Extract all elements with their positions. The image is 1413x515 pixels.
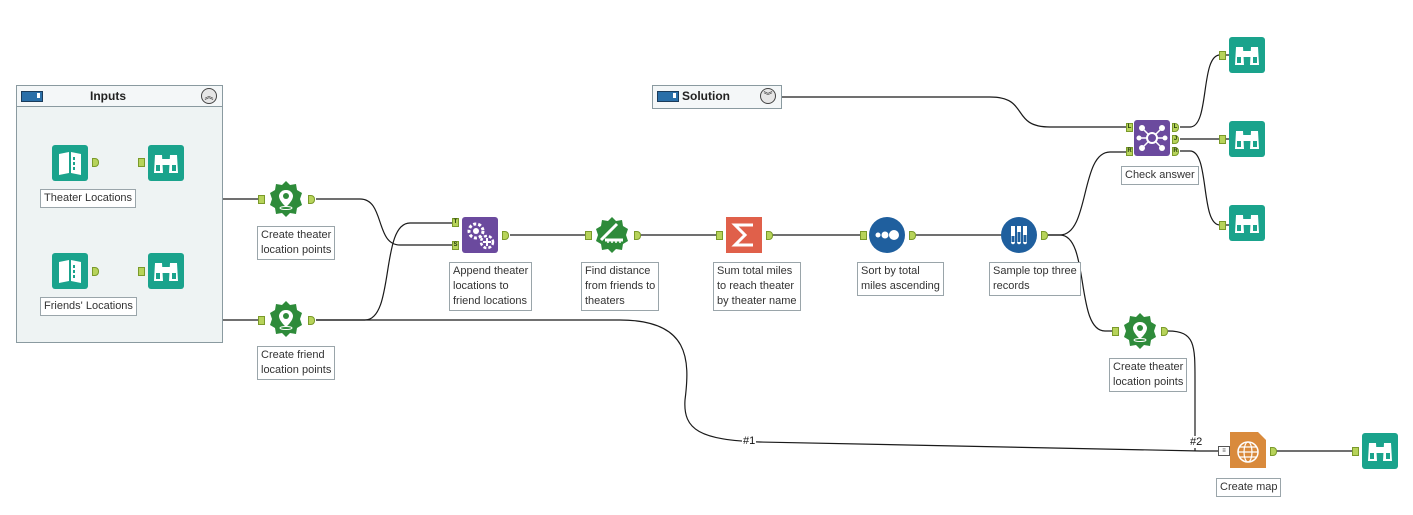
wire-theater-points-to-append-s bbox=[316, 198, 452, 246]
dots-icon[interactable] bbox=[869, 217, 905, 253]
output-anchor[interactable] bbox=[308, 316, 315, 325]
friends-locations-label: Friends' Locations bbox=[40, 297, 137, 316]
create-map-label: Create map bbox=[1216, 478, 1282, 497]
output-anchor[interactable] bbox=[502, 231, 509, 240]
output-anchor[interactable] bbox=[766, 231, 773, 240]
output-anchor[interactable] bbox=[1041, 231, 1048, 240]
distance-label: Find distance from friends to theaters bbox=[581, 262, 660, 311]
map-pin-icon[interactable] bbox=[268, 181, 304, 217]
inputs-container-header[interactable]: Inputs ︽ bbox=[17, 86, 222, 107]
solution-container[interactable]: Solution ︾ bbox=[652, 85, 782, 109]
sigma-icon[interactable] bbox=[726, 217, 762, 253]
map-pin-icon[interactable] bbox=[268, 301, 304, 337]
gears-icon[interactable] bbox=[462, 217, 498, 253]
input-anchor-s[interactable]: S bbox=[452, 241, 459, 250]
input-anchor[interactable] bbox=[716, 231, 723, 240]
output-anchor-j[interactable]: J bbox=[1172, 135, 1179, 144]
solution-container-header[interactable]: Solution ︾ bbox=[653, 86, 781, 106]
wire-sample-to-theater-points-2 bbox=[1048, 234, 1112, 332]
wire-friend-points-to-map bbox=[316, 319, 1218, 452]
binoculars-icon[interactable] bbox=[148, 145, 184, 181]
binoculars-icon[interactable] bbox=[1229, 37, 1265, 73]
container-toggle-icon[interactable] bbox=[657, 91, 679, 102]
binoculars-icon[interactable] bbox=[1362, 433, 1398, 469]
wire-theater-points-2-to-map bbox=[1167, 330, 1196, 451]
append-label: Append theater locations to friend locat… bbox=[449, 262, 533, 311]
input-anchor-l[interactable]: L bbox=[1126, 123, 1133, 132]
output-anchor[interactable] bbox=[634, 231, 641, 240]
input-anchor[interactable] bbox=[258, 316, 265, 325]
output-anchor-r[interactable]: R bbox=[1172, 147, 1179, 156]
create-friend-points-label: Create friend location points bbox=[257, 346, 336, 380]
input-anchor[interactable] bbox=[1219, 221, 1226, 230]
sort-label: Sort by total miles ascending bbox=[857, 262, 944, 296]
wire-friend-points-to-append-t bbox=[316, 222, 452, 321]
output-anchor[interactable] bbox=[92, 267, 99, 276]
input-anchor[interactable] bbox=[1219, 135, 1226, 144]
input-anchor[interactable] bbox=[138, 267, 145, 276]
multi-input-anchor[interactable]: ≡ bbox=[1218, 446, 1230, 456]
theater-locations-label: Theater Locations bbox=[40, 189, 137, 208]
binoculars-icon[interactable] bbox=[1229, 205, 1265, 241]
output-anchor[interactable] bbox=[1161, 327, 1168, 336]
create-theater-points-2-label: Create theater location points bbox=[1109, 358, 1188, 392]
input-anchor[interactable] bbox=[138, 158, 145, 167]
chevron-down-icon[interactable]: ︾ bbox=[760, 88, 776, 104]
output-anchor[interactable] bbox=[308, 195, 315, 204]
test-tubes-icon[interactable] bbox=[1001, 217, 1037, 253]
inputs-container-title: Inputs bbox=[90, 89, 126, 103]
input-anchor[interactable] bbox=[1219, 51, 1226, 60]
binoculars-icon[interactable] bbox=[1229, 121, 1265, 157]
ruler-icon[interactable] bbox=[594, 217, 630, 253]
check-answer-label: Check answer bbox=[1121, 166, 1199, 185]
output-anchor[interactable] bbox=[92, 158, 99, 167]
create-theater-points-label: Create theater location points bbox=[257, 226, 336, 260]
chevron-up-icon[interactable]: ︽ bbox=[201, 88, 217, 104]
binoculars-icon[interactable] bbox=[148, 253, 184, 289]
wire-sample-to-check-r bbox=[1048, 151, 1126, 236]
join-network-icon[interactable] bbox=[1134, 120, 1170, 156]
input-anchor[interactable] bbox=[1112, 327, 1119, 336]
container-toggle-icon[interactable] bbox=[21, 91, 43, 102]
sample-label: Sample top three records bbox=[989, 262, 1081, 296]
input-anchor[interactable] bbox=[860, 231, 867, 240]
wire-label-2: #2 bbox=[1189, 436, 1204, 448]
input-anchor[interactable] bbox=[585, 231, 592, 240]
wire-check-r-to-browse bbox=[1180, 150, 1229, 226]
book-input-icon[interactable] bbox=[52, 145, 88, 181]
output-anchor-l[interactable]: L bbox=[1172, 123, 1179, 132]
wire-solution-to-check-l bbox=[780, 96, 1126, 128]
globe-doc-icon[interactable] bbox=[1230, 432, 1266, 468]
output-anchor[interactable] bbox=[909, 231, 916, 240]
map-pin-icon[interactable] bbox=[1122, 313, 1158, 349]
input-anchor-r[interactable]: R bbox=[1126, 147, 1133, 156]
input-anchor[interactable] bbox=[1352, 447, 1359, 456]
output-anchor[interactable] bbox=[1270, 447, 1277, 456]
wire-check-l-to-browse bbox=[1180, 54, 1229, 128]
book-input-icon[interactable] bbox=[52, 253, 88, 289]
input-anchor[interactable] bbox=[258, 195, 265, 204]
solution-container-title: Solution bbox=[682, 89, 730, 103]
summarize-label: Sum total miles to reach theater by thea… bbox=[713, 262, 801, 311]
wire-label-1: #1 bbox=[742, 435, 757, 447]
input-anchor-t[interactable]: T bbox=[452, 218, 459, 227]
